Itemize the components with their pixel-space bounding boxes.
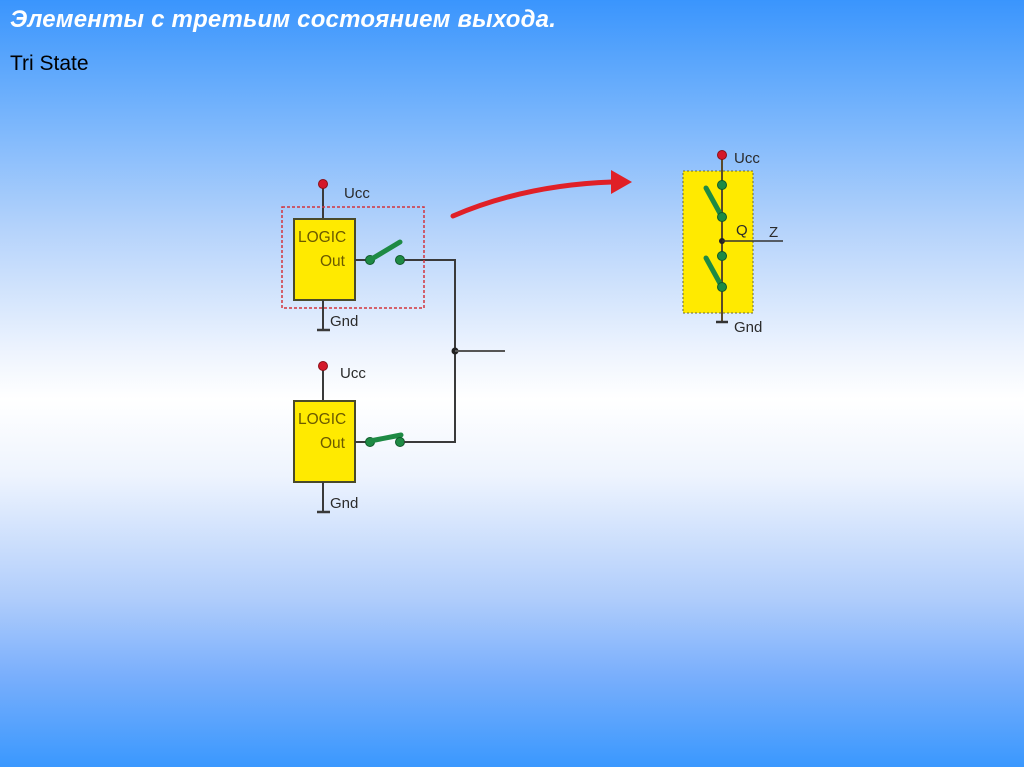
- gate-2-ucc-label: Ucc: [340, 365, 366, 382]
- gate-2-supply-dot: [318, 361, 328, 371]
- slide-subtitle: Tri State: [10, 52, 89, 75]
- gate-2-out-label: Out: [320, 435, 346, 452]
- slide-title: Элементы с третьим состоянием выхода.: [10, 6, 557, 33]
- gate-2: Ucc LOGIC Out Gnd: [293, 351, 456, 514]
- upper-switch-pivot: [717, 212, 727, 222]
- arrow-shaft: [450, 179, 615, 219]
- gate-2-gnd-label: Gnd: [330, 495, 358, 512]
- gate-1-out-label: Out: [320, 253, 346, 270]
- gate-1-supply-dot: [318, 179, 328, 189]
- gate-2-bus-wire: [404, 351, 456, 443]
- tri-state-block: [682, 170, 754, 314]
- gate-1-logic-block: [293, 218, 356, 301]
- arrow-head-icon: [611, 170, 632, 194]
- transform-arrow: [450, 170, 632, 219]
- gate-1-switch-contact: [395, 255, 405, 265]
- tri-state-element: Ucc Q Z Gnd: [682, 150, 783, 336]
- gate-1-ucc-label: Ucc: [344, 185, 370, 202]
- q-label: Q: [736, 222, 748, 239]
- upper-switch-lever: [703, 185, 725, 220]
- tri-state-ucc-label: Ucc: [734, 150, 760, 167]
- gate-1: Ucc LOGIC Out Gnd: [281, 179, 456, 351]
- gate-2-switch-lever: [367, 432, 404, 444]
- lower-switch-lever: [703, 255, 725, 290]
- gate-2-logic-label: LOGIC: [298, 411, 346, 428]
- z-state-label: Z: [769, 224, 778, 241]
- lower-switch-pivot: [717, 282, 727, 292]
- gate-1-switch-lever: [367, 239, 403, 263]
- gate-1-highlight-box: [281, 206, 425, 309]
- tri-state-supply-dot: [717, 150, 727, 160]
- gate-1-gnd-label: Gnd: [330, 313, 358, 330]
- gate-1-logic-label: LOGIC: [298, 229, 346, 246]
- upper-switch-top-contact: [717, 180, 727, 190]
- gate-2-switch-contact: [395, 437, 405, 447]
- gate-1-bus-wire: [404, 259, 456, 351]
- lower-switch-top-contact: [717, 251, 727, 261]
- tri-state-gnd-label: Gnd: [734, 319, 762, 336]
